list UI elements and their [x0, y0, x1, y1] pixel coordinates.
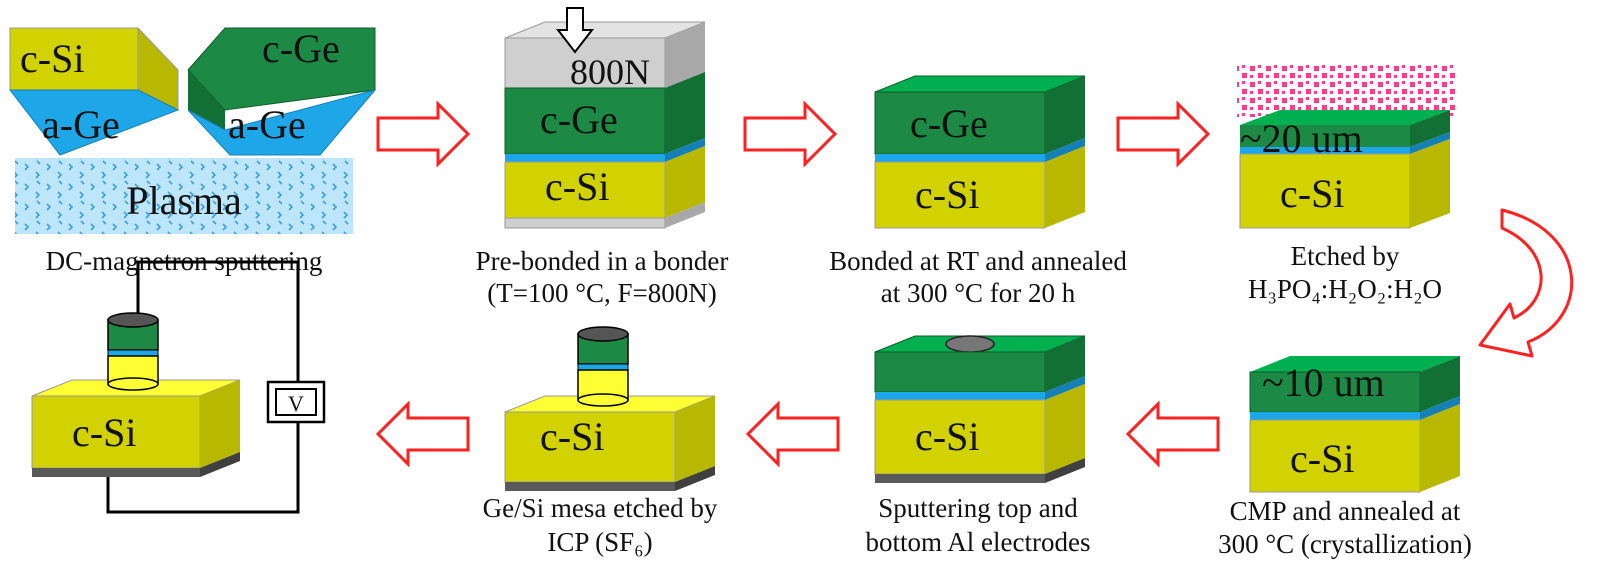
csi-label: c-Si — [20, 36, 84, 81]
csi-label: c-Si — [1280, 171, 1344, 216]
mesa-pillar — [577, 326, 629, 407]
right-arrow-1 — [376, 100, 471, 168]
plasma-region — [15, 158, 353, 234]
meter-label: V — [288, 391, 304, 416]
right-arrow-3 — [1116, 100, 1211, 168]
stage6-caption-line2: bottom Al electrodes — [866, 527, 1091, 557]
cge-label: c-Ge — [262, 26, 340, 71]
u-turn-arrow — [1478, 208, 1574, 358]
stage3-caption-line2: at 300 °C for 20 h — [881, 278, 1076, 308]
thickness-label: ~10 um — [1262, 360, 1385, 405]
force-arrow-icon — [555, 7, 595, 54]
thickness-label: ~20 um — [1240, 116, 1363, 161]
stage1-sputtering: c-Si a-Ge c-Ge a-Ge Plasma DC-magnetron … — [8, 26, 377, 276]
stage3-bonded: c-Ge c-Si Bonded at RT and annealed at 3… — [829, 75, 1127, 308]
stage5-cmp: ~10 um c-Si CMP and annealed at 300 °C (… — [1218, 356, 1472, 559]
circuit-wires — [106, 260, 300, 514]
stage4-caption-line2: H₃PO₄:H₂O₂:H₂O — [1248, 274, 1442, 304]
stage2-caption-line1: Pre-bonded in a bonder — [476, 246, 729, 276]
bottom-electrode — [875, 474, 1045, 483]
stage4-etched: ~20 um c-Si Etched by H₃PO₄:H₂O₂:H₂O — [1237, 62, 1455, 304]
wedge-si: c-Si a-Ge — [8, 26, 180, 156]
stage7-mesa: c-Si Ge/Si mesa etched by ICP (SF₆) — [483, 326, 718, 557]
etchant-region — [1237, 62, 1455, 117]
csi-label: c-Si — [540, 414, 604, 459]
right-arrow-2 — [743, 100, 838, 168]
csi-label: c-Si — [545, 164, 609, 209]
csi-label: c-Si — [915, 414, 979, 459]
wedge-ge: c-Ge a-Ge — [187, 26, 377, 156]
stage6-electrodes: c-Si Sputtering top and bottom Al electr… — [866, 335, 1091, 557]
force-label: 800N — [570, 52, 650, 92]
stage2-caption-line2: (T=100 °C, F=800N) — [487, 278, 717, 308]
csi-label: c-Si — [72, 410, 136, 455]
cge-label: c-Ge — [540, 97, 618, 142]
mesa-pillar — [107, 312, 159, 391]
age-right-label: a-Ge — [228, 102, 306, 147]
age-left-label: a-Ge — [42, 102, 120, 147]
left-arrow-6 — [375, 400, 470, 468]
stage3-caption-line1: Bonded at RT and annealed — [829, 246, 1127, 276]
cge-label: c-Ge — [910, 101, 988, 146]
stage2-prebond: 800N c-Ge c-Si Pre-bonded in a bonder (T… — [476, 7, 729, 308]
stage7-caption-line2: ICP (SF₆) — [547, 527, 652, 557]
voltmeter-icon: V — [266, 380, 326, 424]
stage8-measurement: V c-Si — [31, 260, 326, 514]
csi-label: c-Si — [915, 172, 979, 217]
stage6-caption-line1: Sputtering top and — [878, 493, 1078, 523]
left-arrow-5 — [745, 400, 840, 468]
plasma-label: Plasma — [126, 178, 242, 223]
stage5-caption-line1: CMP and annealed at — [1230, 496, 1461, 526]
stage5-caption-line2: 300 °C (crystallization) — [1218, 529, 1472, 559]
stage7-caption-line1: Ge/Si mesa etched by — [483, 493, 718, 523]
top-electrode — [945, 335, 995, 353]
csi-label: c-Si — [1290, 436, 1354, 481]
left-arrow-4 — [1125, 400, 1220, 468]
stage4-caption-line1: Etched by — [1291, 241, 1400, 271]
